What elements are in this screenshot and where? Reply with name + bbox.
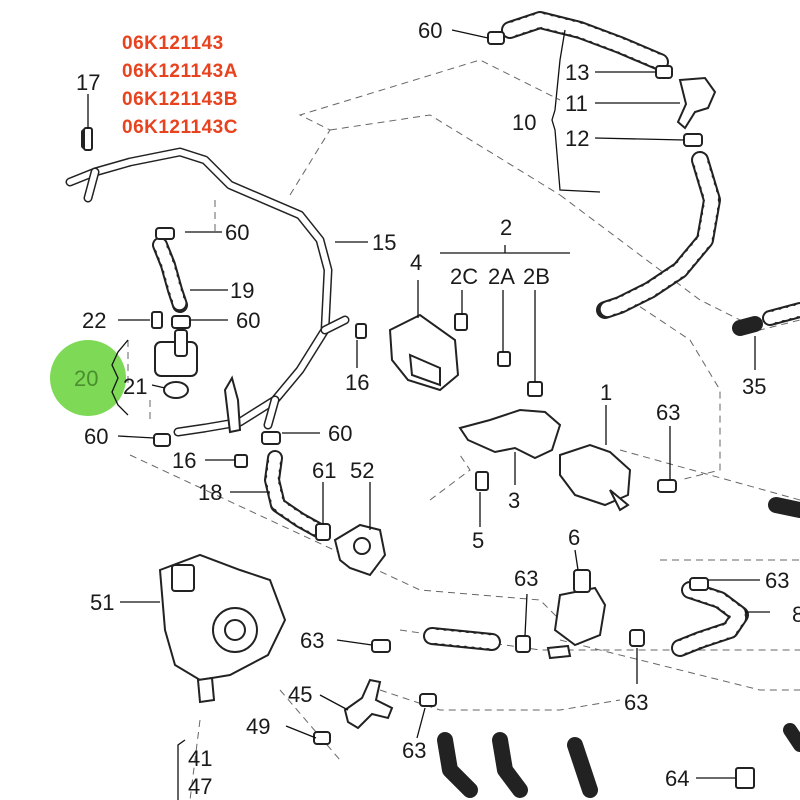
part-labels: 60 13 11 10 12 17 60 15 19 22 60 20 21 6… <box>74 18 800 799</box>
hose-10 <box>487 11 721 319</box>
part-number-1: 06K121143 <box>122 33 224 54</box>
label-4: 4 <box>410 250 422 275</box>
label-51: 51 <box>90 590 114 615</box>
label-45: 45 <box>288 682 312 707</box>
coolant-pipe-15 <box>65 147 350 437</box>
label-20: 20 <box>74 366 98 391</box>
label-2c: 2C <box>450 264 478 289</box>
label-64: 64 <box>665 766 689 791</box>
leader-lines <box>87 29 770 800</box>
label-1: 1 <box>600 380 612 405</box>
label-18: 18 <box>198 480 222 505</box>
label-2a: 2A <box>488 264 515 289</box>
label-2: 2 <box>500 215 512 240</box>
label-63: 63 <box>765 568 789 593</box>
label-60: 60 <box>225 220 249 245</box>
label-60: 60 <box>328 421 352 446</box>
label-5: 5 <box>472 528 484 553</box>
part-number-3: 06K121143B <box>122 89 238 110</box>
highlight-marker <box>50 340 126 416</box>
label-13: 13 <box>565 60 589 85</box>
label-3: 3 <box>508 488 520 513</box>
label-49: 49 <box>246 714 270 739</box>
label-17: 17 <box>76 70 100 95</box>
label-16: 16 <box>172 448 196 473</box>
label-60: 60 <box>236 308 260 333</box>
label-61: 61 <box>312 458 336 483</box>
label-6: 6 <box>568 525 580 550</box>
label-47: 47 <box>188 774 212 799</box>
label-41: 41 <box>188 746 212 771</box>
label-63: 63 <box>300 628 324 653</box>
part-number-4: 06K121143C <box>122 117 238 138</box>
label-2b: 2B <box>523 264 550 289</box>
assembly-outline <box>127 59 800 800</box>
label-10: 10 <box>512 110 536 135</box>
label-63: 63 <box>624 690 648 715</box>
label-12: 12 <box>565 126 589 151</box>
part-number-2: 06K121143A <box>122 61 238 82</box>
label-15: 15 <box>372 230 396 255</box>
label-21: 21 <box>123 374 147 399</box>
label-35: 35 <box>742 374 766 399</box>
label-11: 11 <box>565 91 588 116</box>
label-63: 63 <box>402 738 426 763</box>
label-16: 16 <box>345 370 369 395</box>
label-8: 8 <box>792 602 800 627</box>
label-19: 19 <box>230 278 254 303</box>
label-60: 60 <box>418 18 442 43</box>
label-63: 63 <box>656 400 680 425</box>
label-52: 52 <box>350 458 374 483</box>
label-60: 60 <box>84 424 108 449</box>
label-63: 63 <box>514 566 538 591</box>
label-22: 22 <box>82 308 106 333</box>
